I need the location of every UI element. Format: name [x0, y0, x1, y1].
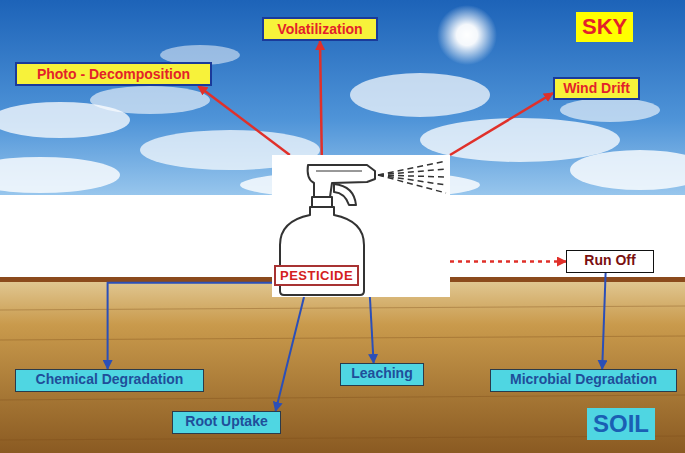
node-label: Photo - Decomposition — [37, 64, 190, 84]
pathway-arrow — [450, 260, 566, 263]
pathway-arrow — [320, 41, 322, 155]
process-box: Chemical Degradation — [15, 369, 204, 392]
node-label: Run Off — [584, 251, 635, 270]
process-box: Run Off — [566, 250, 654, 273]
node-label: Wind Drift — [563, 79, 630, 98]
region-label: SKY — [576, 12, 633, 42]
pathway-arrow — [276, 297, 304, 411]
process-box: Wind Drift — [553, 77, 640, 100]
pathway-arrow — [450, 93, 553, 155]
field — [0, 282, 685, 453]
pesticide-box: PESTICIDE — [272, 155, 450, 297]
bottle-label: PESTICIDE — [274, 265, 359, 286]
process-box: Root Uptake — [172, 411, 281, 434]
process-box: Microbial Degradation — [490, 369, 677, 392]
node-label: Microbial Degradation — [510, 370, 657, 389]
pathway-arrow — [370, 297, 374, 363]
node-label: Volatilization — [277, 19, 362, 39]
clouds — [0, 45, 685, 199]
pathway-arrow — [198, 86, 290, 155]
pathway-arrow — [602, 273, 605, 369]
process-box: Photo - Decomposition — [15, 62, 212, 86]
pathway-arrow — [108, 283, 272, 369]
node-label: Chemical Degradation — [36, 370, 184, 389]
node-label: Leaching — [351, 364, 412, 383]
process-box: Volatilization — [262, 17, 378, 41]
region-label: SOIL — [587, 408, 655, 440]
field-texture — [0, 306, 685, 440]
process-box: Leaching — [340, 363, 424, 386]
node-label: Root Uptake — [185, 412, 267, 431]
sun — [437, 5, 497, 65]
